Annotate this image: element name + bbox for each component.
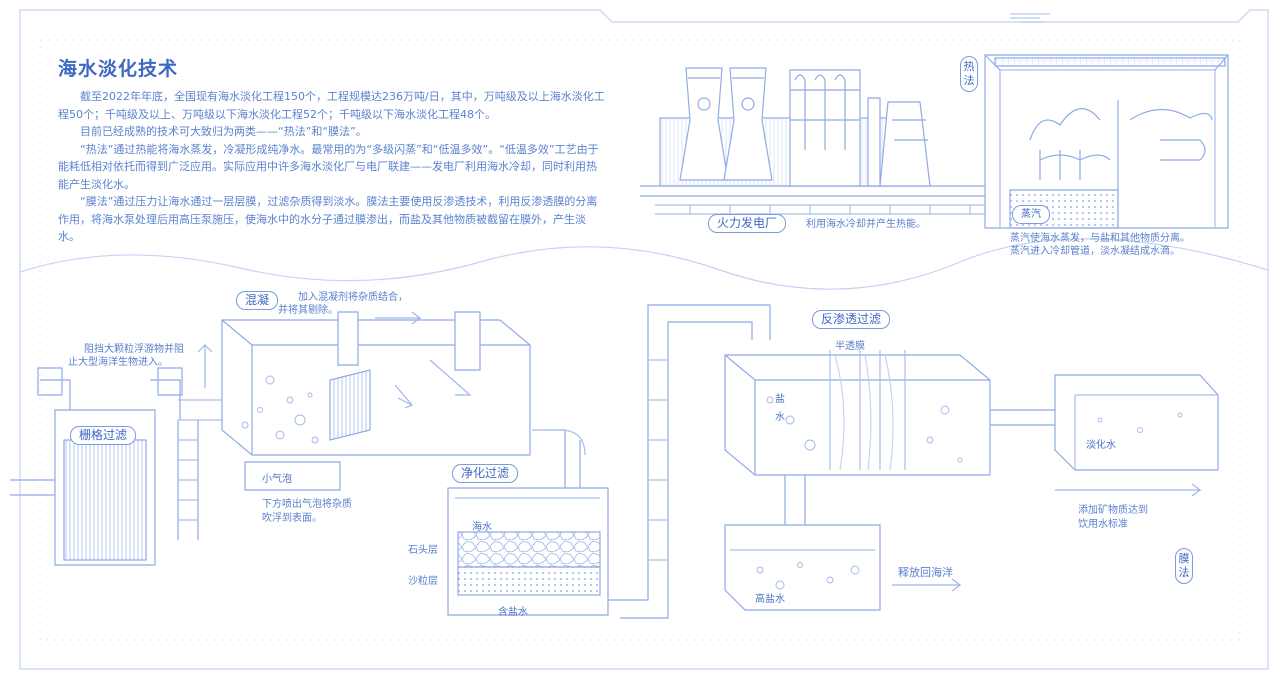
reverse-osmosis-tag: 反渗透过滤 [812, 310, 891, 329]
intro-paragraph: “热法”通过热能将海水蒸发，冷凝形成纯净水。最常用的为“多级闪蒸”和“低温多效”… [58, 142, 599, 191]
grille-note: 阻挡大颗粒浮游物并阻 [84, 344, 184, 355]
purify-filter-tag: 净化过滤 [452, 464, 519, 483]
release-label: 释放回海洋 [898, 566, 953, 579]
intro-paragraph: 目前已经成熟的技术可大致归为两类——“热法”和“膜法”。 [80, 125, 367, 138]
mineral-note-2: 饮用水标准 [1078, 519, 1128, 530]
thermal-method-tag: 热法 [960, 56, 978, 92]
fresh-water-label: 淡化水 [1086, 440, 1116, 451]
power-plant-note: 利用海水冷却并产生热能。 [806, 219, 926, 230]
seawater-label: 海水 [472, 522, 492, 533]
page-title: 海水淡化技术 [58, 58, 179, 80]
coagulation-tag: 混凝 [236, 291, 279, 310]
bubble-note-2: 吹浮到表面。 [262, 513, 322, 524]
grille-note-2: 止大型海洋生物进入。 [68, 357, 168, 368]
high-salt-label: 高盐水 [755, 594, 785, 605]
grille-filter-tag: 栅格过滤 [70, 426, 137, 445]
intro-text: 截至2022年年底，全国现有海水淡化工程150个，工程规模达236万吨/日，其中… [58, 88, 606, 246]
salt-water-label: 含盐水 [498, 607, 528, 618]
steam-tag: 蒸汽 [1012, 205, 1050, 224]
coagulation-note-2: 并将其剔除。 [278, 305, 338, 316]
mineral-note: 添加矿物质达到 [1078, 505, 1148, 516]
ro-salt-label: 盐 [775, 394, 785, 405]
bubble-label: 小气泡 [262, 474, 292, 485]
membrane-method-tag: 膜法 [1175, 548, 1193, 584]
sand-layer-label: 沙粒层 [408, 576, 438, 587]
membrane-label: 半透膜 [835, 341, 865, 352]
evaporation-note: 蒸汽使海水蒸发，与盐和其他物质分离。 [1010, 233, 1190, 244]
stone-layer-label: 石头层 [408, 545, 438, 556]
condensation-note: 蒸汽进入冷却管道，淡水凝结成水滴。 [1010, 246, 1180, 257]
ro-water-label: 水 [775, 412, 785, 423]
intro-paragraph: 截至2022年年底，全国现有海水淡化工程150个，工程规模达236万吨/日，其中… [58, 90, 605, 121]
bubble-note: 下方喷出气泡将杂质 [262, 499, 352, 510]
coagulation-note: 加入混凝剂将杂质结合， [298, 292, 408, 303]
intro-paragraph: “膜法”通过压力让海水通过一层层膜，过滤杂质得到淡水。膜法主要使用反渗透技术，利… [58, 195, 598, 243]
power-plant-tag: 火力发电厂 [708, 214, 787, 233]
